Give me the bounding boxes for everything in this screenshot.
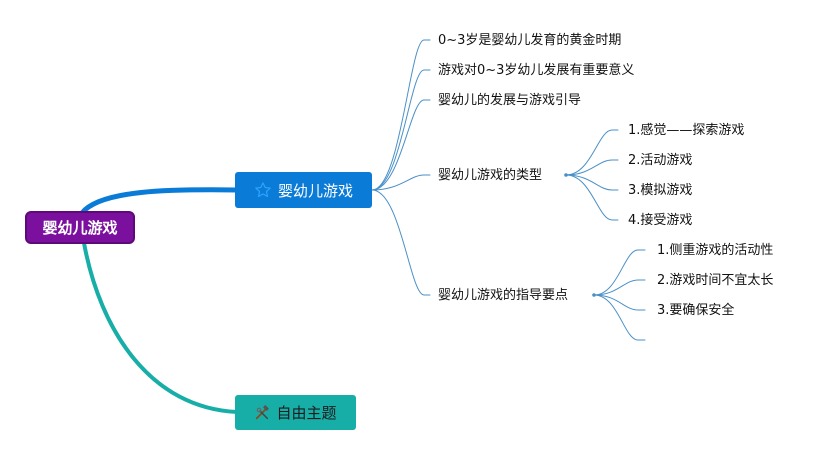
leaf-topic-label[interactable]: 1.感觉——探索游戏 (628, 123, 745, 138)
leaf-connector (565, 159, 619, 176)
leaf-topic-label[interactable]: 1.侧重游戏的活动性 (657, 243, 774, 258)
root-topic-label: 婴幼儿游戏 (42, 219, 118, 237)
crossed-tools-icon (254, 404, 270, 421)
leaf-connector (593, 294, 646, 311)
subtopic-connector (371, 99, 431, 191)
root-branch-line (82, 241, 239, 414)
leaf-connector (565, 174, 619, 191)
star-icon (254, 181, 272, 199)
root-branch-line (79, 187, 240, 216)
connector-origin-dot (592, 293, 596, 297)
leaf-connector (565, 129, 619, 176)
subtopic-connector (371, 39, 431, 191)
subtopic-connector (371, 189, 431, 296)
subtopic-label[interactable]: 婴幼儿游戏的指导要点 (438, 288, 569, 303)
leaf-connector (593, 249, 646, 296)
subtopic-label[interactable]: 婴幼儿游戏的类型 (438, 168, 543, 183)
main-topic-label: 婴幼儿游戏 (277, 181, 353, 200)
free-topic[interactable]: 自由主题 (235, 395, 356, 430)
leaf-topic-label[interactable]: 4.接受游戏 (628, 213, 693, 228)
leaf-connector (565, 174, 619, 221)
main-topic[interactable]: 婴幼儿游戏 (235, 172, 372, 208)
leaf-topic-label[interactable]: 3.模拟游戏 (628, 183, 693, 198)
leaf-topic-label[interactable]: 2.游戏时间不宜太长 (657, 273, 774, 288)
leaf-connector (593, 294, 646, 341)
subtopic-label[interactable]: 0~3岁是婴幼儿发育的黄金时期 (438, 33, 622, 48)
root-topic[interactable]: 婴幼儿游戏 (25, 211, 135, 244)
leaf-connector (593, 279, 646, 296)
subtopic-connector (371, 174, 431, 191)
subtopic-connector (371, 69, 431, 191)
subtopic-label[interactable]: 婴幼儿的发展与游戏引导 (438, 93, 582, 108)
connector-origin-dot (564, 173, 568, 177)
leaf-topic-label[interactable]: 3.要确保安全 (657, 303, 735, 318)
free-topic-label: 自由主题 (276, 404, 337, 422)
leaf-topic-label[interactable]: 2.活动游戏 (628, 153, 693, 168)
subtopic-label[interactable]: 游戏对0~3岁幼儿发展有重要意义 (438, 63, 635, 78)
